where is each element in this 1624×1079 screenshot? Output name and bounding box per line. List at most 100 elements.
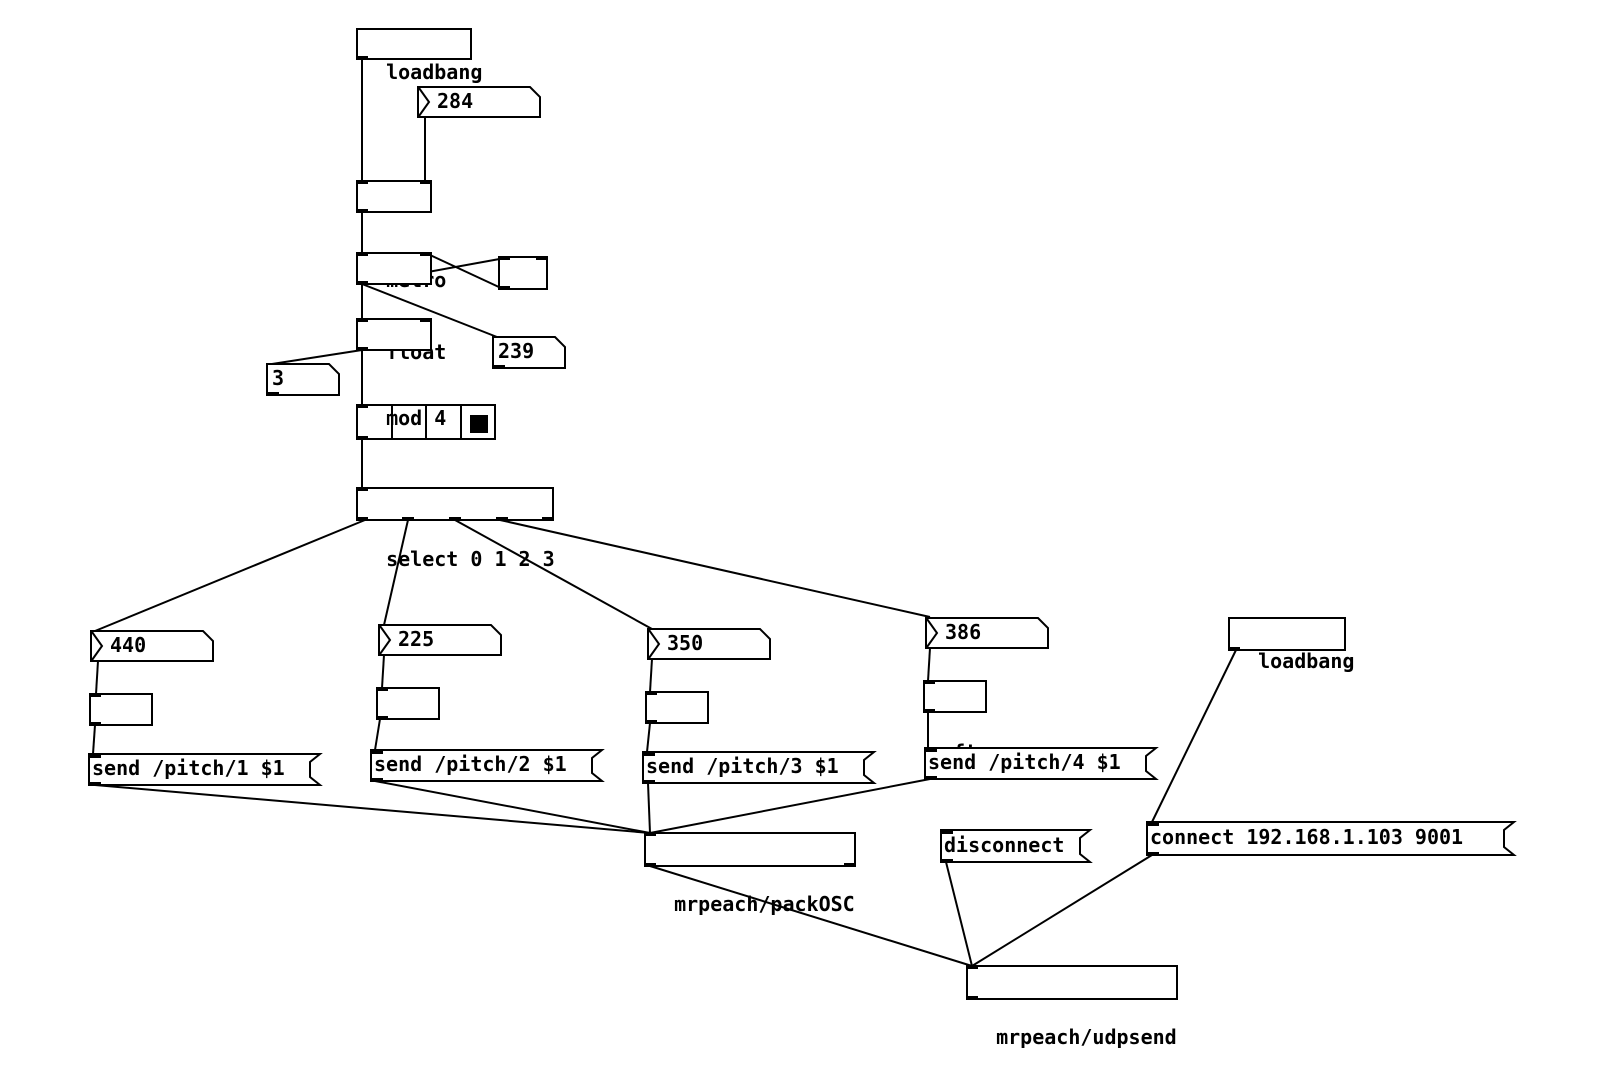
message-send-pitch-1[interactable]: send /pitch/1 $1	[88, 753, 323, 786]
cord	[94, 784, 651, 834]
number-box-mod-result[interactable]: 3	[266, 363, 340, 396]
outlet-port[interactable]	[449, 517, 461, 521]
outlet-port[interactable]	[496, 517, 508, 521]
cord	[971, 854, 1153, 967]
cord	[454, 519, 653, 630]
loadbang-object-top[interactable]: loadbang	[356, 28, 482, 84]
number-box-pitch-3[interactable]: 350	[647, 628, 771, 660]
message-text: send /pitch/2 $1	[374, 752, 567, 776]
outlet-port[interactable]	[498, 286, 510, 290]
number-value: 440	[110, 633, 146, 657]
radio-selected-dot	[469, 415, 488, 433]
number-box-pitch-4[interactable]: 386	[925, 617, 1049, 649]
number-value: 239	[498, 339, 534, 363]
object-label: mrpeach/packOSC	[674, 892, 855, 916]
radio-cell[interactable]	[356, 404, 393, 440]
udpsend-object[interactable]: mrpeach/udpsend	[966, 965, 1178, 1049]
outlet-port[interactable]	[89, 722, 101, 726]
outlet-port[interactable]	[844, 863, 856, 867]
mod-object[interactable]: mod 4	[356, 318, 446, 430]
message-send-pitch-2[interactable]: send /pitch/2 $1	[370, 749, 605, 782]
outlet-port[interactable]	[356, 347, 368, 351]
cord	[271, 349, 363, 365]
outlet-port[interactable]	[402, 517, 414, 521]
inlet-port[interactable]	[356, 318, 368, 322]
packosc-object[interactable]: mrpeach/packOSC	[644, 832, 856, 916]
message-send-pitch-3[interactable]: send /pitch/3 $1	[642, 751, 877, 784]
inlet-port[interactable]	[923, 680, 935, 684]
message-send-pitch-4[interactable]: send /pitch/4 $1	[924, 747, 1159, 780]
ftom-object-4[interactable]: ftom	[923, 680, 1001, 764]
cord	[92, 724, 96, 755]
cord	[94, 519, 366, 632]
outlet-port[interactable]	[542, 517, 554, 521]
outlet-port[interactable]	[376, 716, 388, 720]
cord	[361, 283, 498, 338]
object-label: loadbang	[386, 60, 483, 84]
cord	[1151, 649, 1237, 823]
inlet-port[interactable]	[966, 965, 978, 969]
outlet-port[interactable]	[644, 863, 656, 867]
ftom-object-3[interactable]: ftom	[645, 691, 723, 775]
cord	[927, 647, 931, 682]
cord	[374, 718, 381, 751]
inlet-port[interactable]	[356, 487, 368, 491]
float-object[interactable]: float	[356, 252, 446, 364]
outlet-port[interactable]	[356, 281, 368, 285]
message-text: connect 192.168.1.103 9001	[1150, 825, 1463, 849]
number-value: 3	[272, 366, 284, 390]
loadbang-object-right[interactable]: loadbang	[1228, 617, 1354, 673]
radio-cell-selected[interactable]	[462, 406, 495, 438]
cord	[383, 519, 409, 626]
number-box-counter[interactable]: 239	[492, 336, 566, 369]
inlet-port[interactable]	[420, 180, 432, 184]
outlet-port[interactable]	[1228, 647, 1240, 651]
inlet-port[interactable]	[645, 691, 657, 695]
message-text: send /pitch/3 $1	[646, 754, 839, 778]
message-connect[interactable]: connect 192.168.1.103 9001	[1146, 821, 1517, 856]
outlet-port[interactable]	[356, 517, 368, 521]
cord	[646, 722, 651, 753]
inlet-port[interactable]	[356, 180, 368, 184]
message-text: send /pitch/4 $1	[928, 750, 1121, 774]
ftom-object-2[interactable]: ftom	[376, 687, 454, 771]
outlet-port[interactable]	[356, 436, 368, 440]
horizontal-radio[interactable]	[356, 404, 496, 440]
number-value: 284	[437, 89, 473, 113]
inlet-port[interactable]	[356, 404, 368, 408]
inlet-port[interactable]	[536, 256, 548, 260]
outlet-port[interactable]	[966, 996, 978, 1000]
ftom-object-1[interactable]: ftom	[89, 693, 167, 777]
number-value: 350	[667, 631, 703, 655]
cord	[95, 660, 99, 695]
outlet-port[interactable]	[356, 56, 368, 60]
object-label: select 0 1 2 3	[386, 547, 555, 571]
inlet-port[interactable]	[644, 832, 656, 836]
number-box-pitch-1[interactable]: 440	[90, 630, 214, 662]
inlet-port[interactable]	[420, 252, 432, 256]
outlet-port[interactable]	[923, 709, 935, 713]
radio-cell[interactable]	[427, 406, 462, 438]
select-object[interactable]: select 0 1 2 3	[356, 487, 555, 571]
number-box-pitch-2[interactable]: 225	[378, 624, 502, 656]
message-text: disconnect	[944, 833, 1064, 857]
outlet-port[interactable]	[645, 720, 657, 724]
cord	[649, 658, 653, 693]
inlet-port[interactable]	[498, 256, 510, 260]
cord	[647, 782, 651, 834]
message-text: send /pitch/1 $1	[92, 756, 285, 780]
cord	[499, 519, 931, 618]
inlet-port[interactable]	[89, 693, 101, 697]
metro-object[interactable]: metro	[356, 180, 446, 292]
outlet-port[interactable]	[356, 209, 368, 213]
radio-cell[interactable]	[393, 406, 427, 438]
object-label: mrpeach/udpsend	[996, 1025, 1177, 1049]
inlet-port[interactable]	[420, 318, 432, 322]
inlet-port[interactable]	[356, 252, 368, 256]
object-label: loadbang	[1258, 649, 1355, 673]
plus-one-object[interactable]: + 1	[498, 256, 564, 368]
number-value: 225	[398, 627, 434, 651]
number-box-metro-interval[interactable]: 284	[417, 86, 541, 118]
inlet-port[interactable]	[376, 687, 388, 691]
message-disconnect[interactable]: disconnect	[940, 829, 1093, 863]
